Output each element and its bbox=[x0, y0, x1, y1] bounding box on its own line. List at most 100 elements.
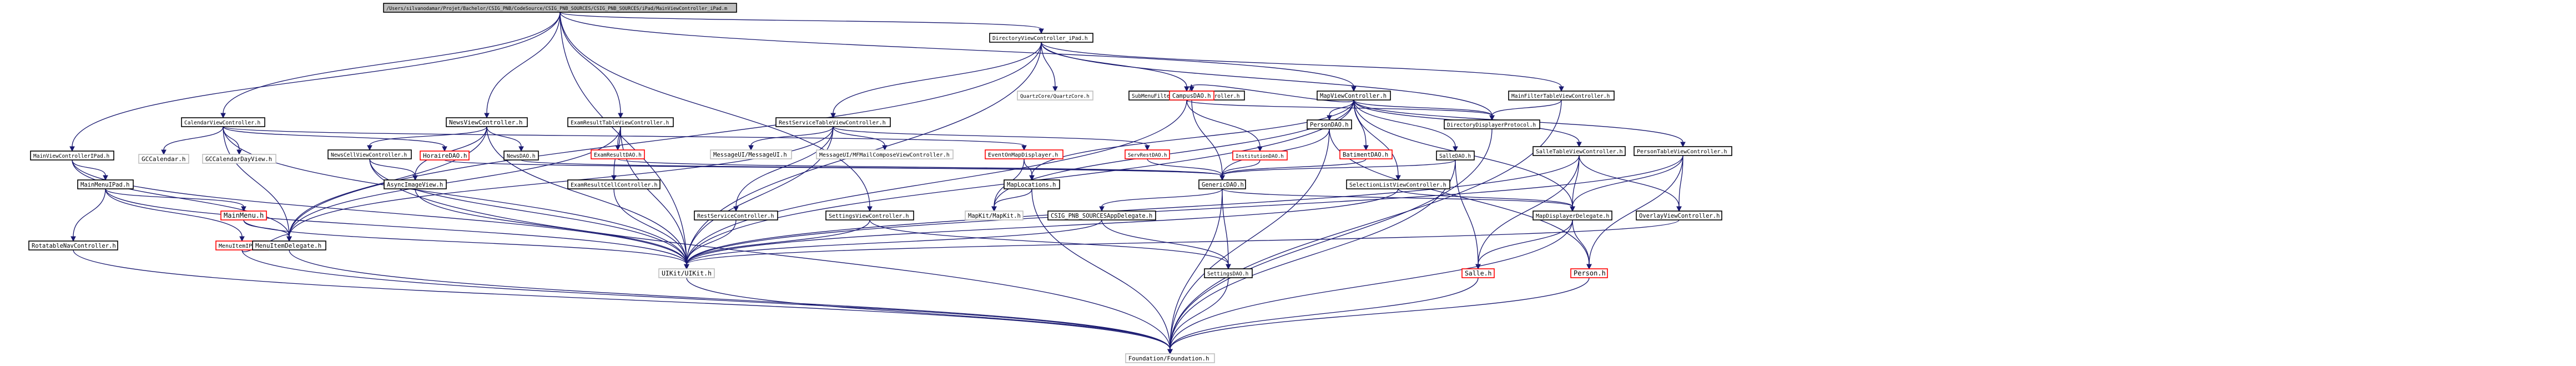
node-label: MainViewControllerIPad.h bbox=[33, 153, 109, 159]
edge-arrowhead bbox=[1039, 28, 1044, 34]
edge-arrowhead bbox=[1453, 146, 1458, 152]
edge-arrowhead bbox=[684, 264, 689, 270]
graph-node-calvc[interactable]: CalendarViewController.h bbox=[181, 117, 265, 127]
edge-line bbox=[415, 188, 687, 265]
graph-node-horaire[interactable]: HoraireDAO.h bbox=[420, 151, 470, 161]
edge-line bbox=[559, 12, 687, 265]
node-box bbox=[252, 240, 326, 250]
graph-node-gccal[interactable]: GCCalendar.h bbox=[138, 154, 189, 164]
graph-node-msgmail[interactable]: MessageUI/MFMailComposeViewController.h bbox=[816, 149, 954, 159]
graph-node-selection[interactable]: SelectionListViewController.h bbox=[1346, 179, 1450, 189]
node-box bbox=[591, 149, 645, 159]
graph-node-persontable[interactable]: PersonTableViewController.h bbox=[1634, 146, 1732, 156]
edge-persontable-to-overlay bbox=[1676, 155, 1683, 212]
graph-node-rotatable[interactable]: RotatableNavController.h bbox=[28, 240, 118, 250]
edge-dirvc-to-mainfilter bbox=[1041, 42, 1564, 92]
node-label: ServRestDAO.h bbox=[1128, 153, 1167, 158]
node-label: SalleDAO.h bbox=[1439, 153, 1471, 159]
edge-line bbox=[1169, 277, 1229, 350]
edge-arrowhead bbox=[1676, 206, 1682, 212]
edge-settingsdao-to-foundation bbox=[1167, 277, 1229, 355]
graph-node-mainmenuh[interactable]: MainMenu.h bbox=[220, 210, 267, 220]
graph-node-persondao[interactable]: PersonDAO.h bbox=[1307, 119, 1352, 129]
node-label: ExamResultDAO.h bbox=[594, 152, 642, 158]
node-box bbox=[965, 210, 1024, 220]
edge-menuitemdel-to-foundation bbox=[289, 249, 1173, 355]
graph-node-dirdisp[interactable]: DirectoryDisplayerProtocol.h bbox=[1444, 119, 1540, 129]
node-label: HoraireDAO.h bbox=[423, 152, 467, 159]
edge-mainvcipad-to-uikit bbox=[72, 159, 689, 270]
edge-line bbox=[1169, 128, 1330, 350]
graph-node-restvc[interactable]: RestServiceTableViewController.h bbox=[775, 117, 891, 127]
edge-arrowhead bbox=[1586, 264, 1592, 270]
edge-arrowhead bbox=[1099, 206, 1105, 212]
node-box bbox=[383, 3, 737, 13]
edge-arrowhead bbox=[69, 146, 75, 152]
graph-node-mapdisp[interactable]: MapDisplayerDelegate.h bbox=[1533, 210, 1612, 220]
graph-node-uikit[interactable]: UIKit/UIKit.h bbox=[658, 268, 715, 278]
graph-node-newsdao[interactable]: NewsDAO.h bbox=[503, 151, 539, 161]
node-label: BatimentDAO.h bbox=[1343, 152, 1388, 158]
graph-node-dirvc[interactable]: DirectoryViewController_iPad.h bbox=[989, 33, 1093, 43]
graph-node-root[interactable]: /Users/silvanodamar/Projet/Bachelor/CSIG… bbox=[383, 3, 737, 13]
graph-node-csigdelegate[interactable]: CSIG_PNB_SOURCESAppDelegate.h bbox=[1047, 210, 1156, 220]
graph-node-quartz[interactable]: QuartzCore/QuartzCore.h bbox=[1017, 91, 1093, 101]
graph-node-foundation[interactable]: Foundation/Foundation.h bbox=[1125, 353, 1215, 363]
graph-node-mapvc[interactable]: MapViewController.h bbox=[1317, 91, 1391, 101]
graph-node-mainmenu[interactable]: MainMenuIPad.h bbox=[77, 179, 134, 189]
graph-node-settingsdao[interactable]: SettingsDAO.h bbox=[1204, 268, 1253, 278]
graph-node-examdao[interactable]: ExamResultDAO.h bbox=[591, 149, 645, 159]
edge-arrowhead bbox=[1184, 86, 1189, 92]
edge-line bbox=[1041, 42, 1562, 87]
graph-node-mainvcipad[interactable]: MainViewControllerIPad.h bbox=[30, 151, 114, 161]
node-box bbox=[825, 210, 914, 220]
graph-node-maplocations[interactable]: MapLocations.h bbox=[1004, 179, 1060, 189]
graph-node-gccalday[interactable]: GCCalendarDayView.h bbox=[202, 154, 276, 164]
graph-node-salle[interactable]: Salle.h bbox=[1461, 268, 1495, 278]
edge-mainvcipad-to-mainmenu bbox=[72, 159, 108, 181]
graph-node-mapkit[interactable]: MapKit/MapKit.h bbox=[965, 210, 1024, 220]
graph-node-eventmap[interactable]: EventOnMapDisplayer.h bbox=[985, 149, 1063, 159]
node-box bbox=[694, 210, 778, 220]
edge-line bbox=[559, 12, 870, 207]
graph-node-genericdao[interactable]: GenericDAO.h bbox=[1198, 179, 1246, 189]
edge-line bbox=[289, 42, 1042, 237]
edge-arrowhead bbox=[1680, 142, 1686, 148]
node-label: MapLocations.h bbox=[1007, 182, 1056, 188]
graph-node-newscell[interactable]: NewsCellViewController.h bbox=[327, 149, 412, 159]
graph-node-examcell[interactable]: ExamResultCellController.h bbox=[567, 179, 661, 189]
graph-node-newsvc[interactable]: NewsViewController.h bbox=[446, 117, 528, 127]
edge-arrowhead bbox=[103, 175, 108, 181]
edge-arrowhead bbox=[518, 146, 524, 152]
graph-node-mainfilter[interactable]: MainFilterTableViewController.h bbox=[1508, 91, 1615, 101]
graph-node-examvc[interactable]: ExamResultTableViewController.h bbox=[567, 117, 674, 127]
graph-node-menuitemdel[interactable]: MenuItemDelegate.h bbox=[252, 240, 326, 250]
graph-node-settingsvc[interactable]: SettingsViewController.h bbox=[825, 210, 914, 220]
graph-node-person[interactable]: Person.h bbox=[1570, 268, 1608, 278]
node-box bbox=[138, 154, 189, 164]
edge-restvc-to-restservice bbox=[733, 126, 834, 212]
node-box bbox=[1436, 151, 1475, 161]
graph-node-asyncimg[interactable]: AsyncImageView.h bbox=[384, 179, 447, 189]
node-box bbox=[1339, 149, 1393, 159]
edge-line bbox=[1353, 99, 1367, 146]
graph-node-batiment[interactable]: BatimentDAO.h bbox=[1339, 149, 1393, 159]
node-label: PersonTableViewController.h bbox=[1637, 149, 1727, 155]
edge-calvc-to-gccalday bbox=[223, 126, 242, 156]
edge-arrowhead bbox=[1559, 86, 1564, 92]
graph-node-restservice[interactable]: RestServiceController.h bbox=[694, 210, 778, 220]
graph-node-salletable[interactable]: SalleTableViewController.h bbox=[1533, 146, 1626, 156]
graph-node-campus[interactable]: CampusDAO.h bbox=[1169, 91, 1214, 101]
edge-line bbox=[1478, 155, 1580, 265]
graph-node-institution[interactable]: InstitutionDAO.h bbox=[1232, 151, 1288, 161]
graph-node-msgui[interactable]: MessageUI/MessageUI.h bbox=[710, 149, 792, 159]
edge-settingsvc-to-uikit bbox=[684, 219, 870, 270]
graph-node-overlay[interactable]: OverlayViewController.h bbox=[1636, 210, 1722, 220]
node-label: Salle.h bbox=[1465, 269, 1491, 277]
node-box bbox=[1444, 119, 1540, 129]
edge-salledao-to-genericdao bbox=[1219, 159, 1456, 181]
edge-line bbox=[289, 126, 834, 237]
graph-node-servrest[interactable]: ServRestDAO.h bbox=[1125, 149, 1170, 159]
edge-line bbox=[750, 126, 834, 146]
graph-node-salledao[interactable]: SalleDAO.h bbox=[1436, 151, 1475, 161]
